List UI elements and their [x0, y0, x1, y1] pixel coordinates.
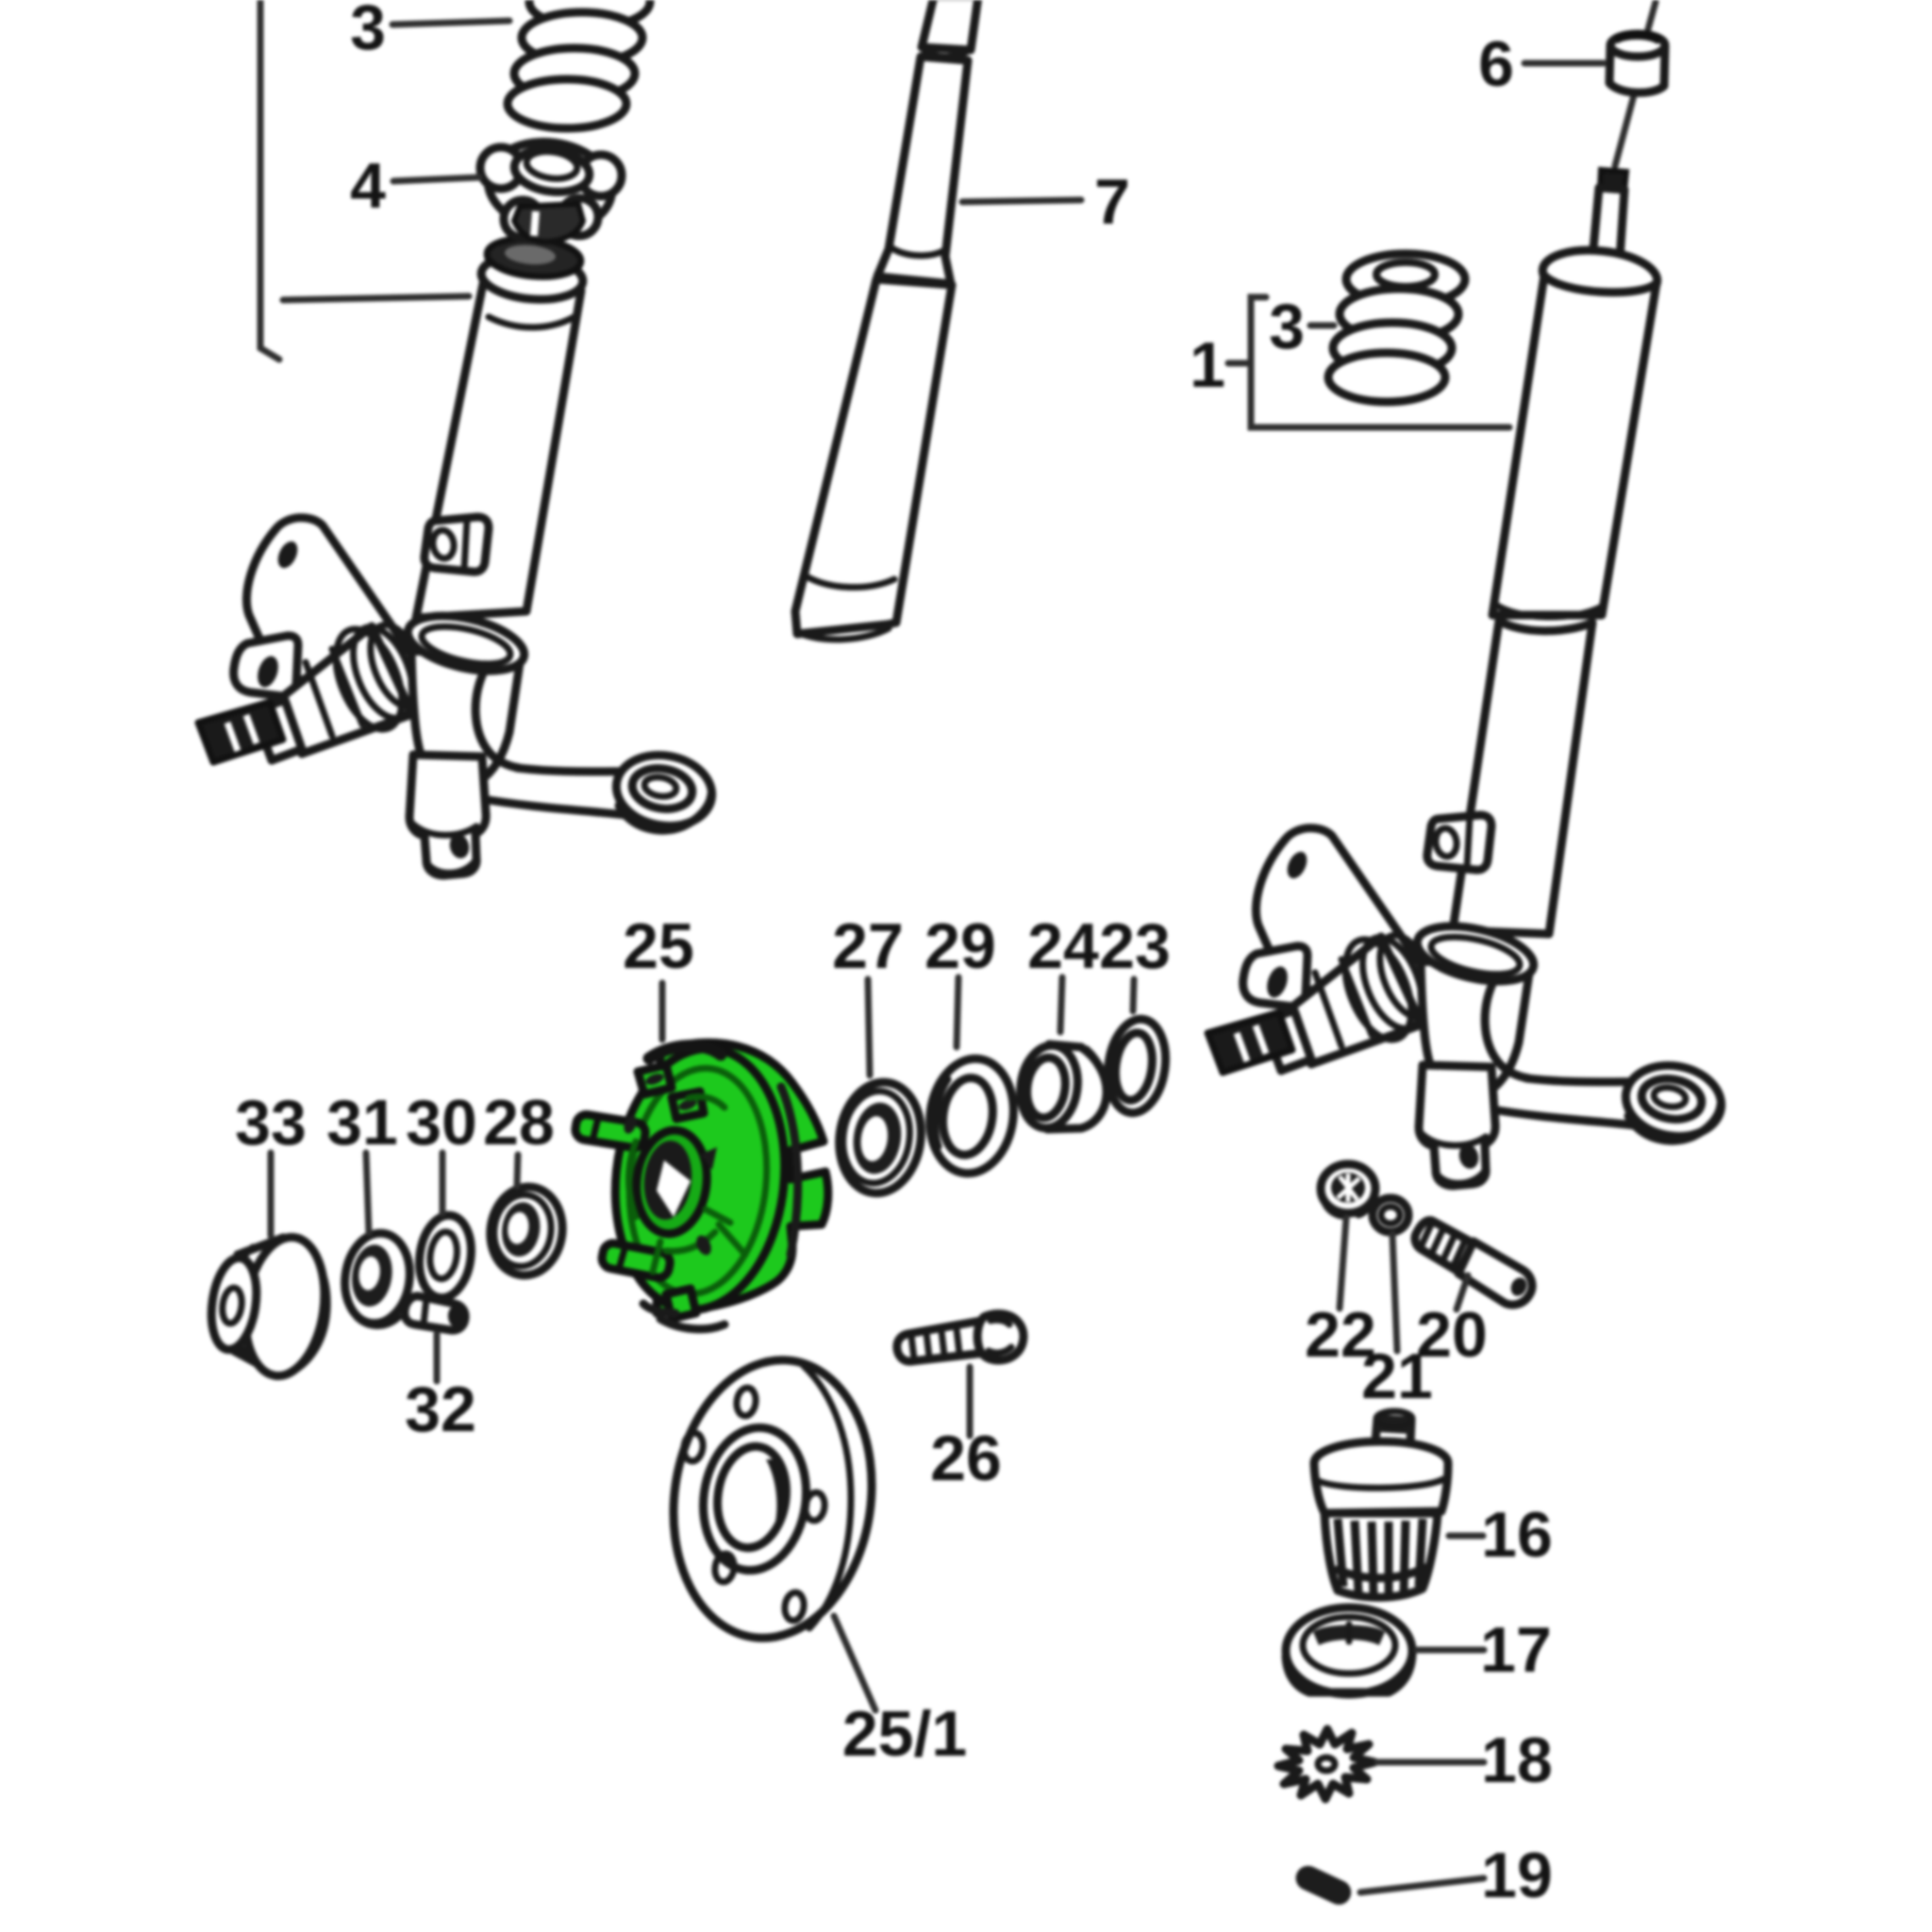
svg-text:32: 32 [405, 1374, 476, 1445]
svg-text:25/1: 25/1 [842, 1698, 967, 1770]
svg-text:21: 21 [1361, 1341, 1433, 1412]
svg-text:30: 30 [406, 1087, 477, 1158]
svg-text:28: 28 [483, 1087, 555, 1158]
svg-text:22: 22 [1305, 1299, 1376, 1371]
svg-text:3: 3 [1269, 291, 1305, 362]
svg-text:26: 26 [930, 1423, 1002, 1494]
svg-text:25: 25 [623, 910, 694, 982]
svg-text:20: 20 [1416, 1299, 1488, 1371]
svg-text:19: 19 [1481, 1840, 1553, 1911]
svg-text:31: 31 [326, 1087, 398, 1158]
svg-text:3: 3 [350, 0, 386, 63]
svg-text:1: 1 [1190, 329, 1225, 401]
svg-text:16: 16 [1481, 1499, 1553, 1571]
svg-text:6: 6 [1478, 28, 1514, 100]
svg-text:7: 7 [1094, 166, 1130, 238]
svg-text:24: 24 [1027, 910, 1099, 982]
svg-text:18: 18 [1481, 1724, 1553, 1796]
svg-text:27: 27 [832, 910, 904, 982]
svg-text:29: 29 [924, 910, 996, 982]
svg-text:17: 17 [1480, 1614, 1552, 1686]
svg-text:23: 23 [1099, 910, 1171, 982]
svg-text:4: 4 [350, 150, 386, 222]
svg-text:33: 33 [235, 1087, 307, 1158]
